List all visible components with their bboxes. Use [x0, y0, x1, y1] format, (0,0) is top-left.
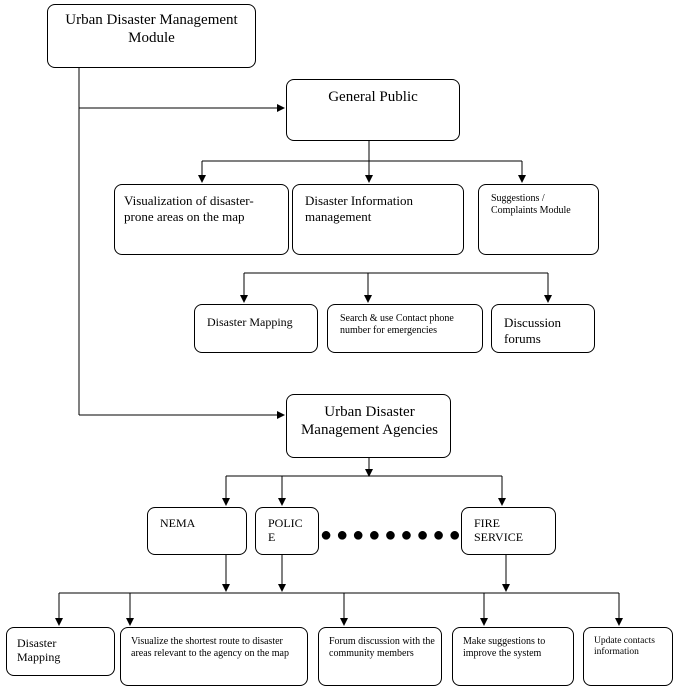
general-public-label: General Public: [328, 89, 418, 105]
root-node: Urban Disaster Management Module: [47, 4, 256, 68]
police-label: POLICE: [268, 516, 303, 545]
shortest-route-node: Visualize the shortest route to disaster…: [120, 627, 308, 686]
suggestions-label: Suggestions / Complaints Module: [491, 193, 571, 216]
disaster-mapping-2-node: Disaster Mapping: [6, 627, 115, 676]
discussion-label: Discussion forums: [504, 315, 562, 346]
disaster-mapping-1-label: Disaster Mapping: [207, 315, 293, 329]
police-node: POLICE: [255, 507, 319, 555]
forum-discussion-node: Forum discussion with the community memb…: [318, 627, 442, 686]
disaster-mapping-2-label: Disaster Mapping: [17, 636, 61, 665]
ellipsis-dots: ●●●●●●●●●: [320, 524, 465, 546]
agencies-label: Urban Disaster Management Agencies: [300, 404, 439, 438]
general-public-node: General Public: [286, 79, 460, 141]
agencies-node: Urban Disaster Management Agencies: [286, 394, 451, 458]
root-node-label: Urban Disaster Management Module: [65, 12, 238, 46]
disaster-info-label: Disaster Information management: [305, 193, 413, 224]
search-contact-label: Search & use Contact phone number for em…: [340, 313, 454, 336]
disaster-mapping-1-node: Disaster Mapping: [194, 304, 318, 353]
discussion-node: Discussion forums: [491, 304, 595, 353]
update-contacts-label: Update contacts information: [594, 636, 655, 658]
visualization-label: Visualization of disaster-prone areas on…: [124, 193, 254, 224]
disaster-info-node: Disaster Information management: [292, 184, 464, 255]
visualization-node: Visualization of disaster-prone areas on…: [114, 184, 289, 255]
shortest-route-label: Visualize the shortest route to disaster…: [131, 636, 289, 659]
fire-service-label: FIRE SERVICE: [474, 516, 524, 545]
fire-service-node: FIRE SERVICE: [461, 507, 556, 555]
nema-label: NEMA: [160, 516, 196, 530]
make-suggestions-node: Make suggestions to improve the system: [452, 627, 574, 686]
nema-node: NEMA: [147, 507, 247, 555]
make-suggestions-label: Make suggestions to improve the system: [463, 636, 546, 659]
forum-discussion-label: Forum discussion with the community memb…: [329, 636, 435, 659]
update-contacts-node: Update contacts information: [583, 627, 673, 686]
search-contact-node: Search & use Contact phone number for em…: [327, 304, 483, 353]
suggestions-node: Suggestions / Complaints Module: [478, 184, 599, 255]
